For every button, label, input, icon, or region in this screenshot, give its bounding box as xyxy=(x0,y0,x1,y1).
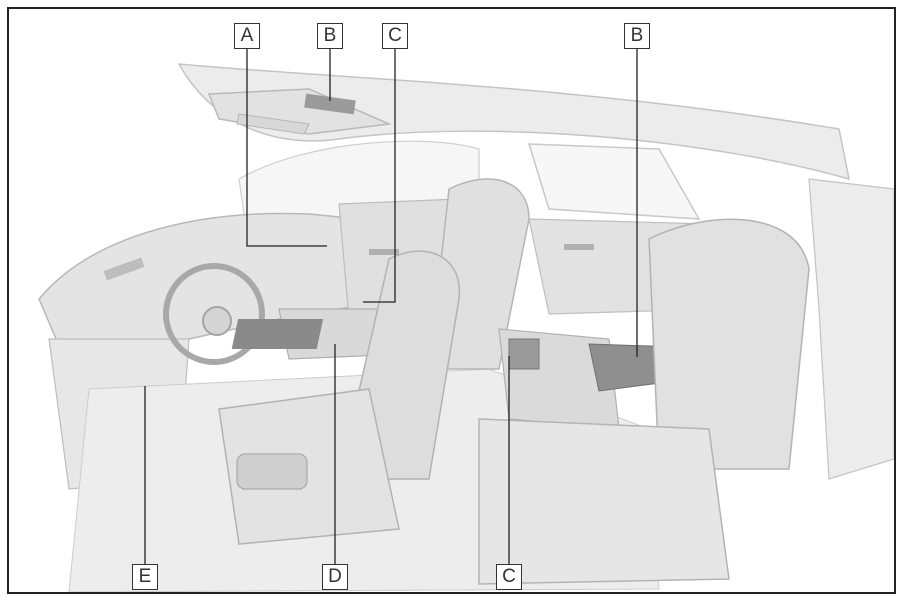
callout-label-c-rear: C xyxy=(496,564,522,590)
rear-console-controls xyxy=(509,339,539,369)
car-interior-illustration xyxy=(9,9,894,592)
rear-body-shell xyxy=(809,179,894,479)
front-storage-tray xyxy=(232,319,323,349)
rear-seat-cushion xyxy=(479,419,729,584)
callout-label-d: D xyxy=(322,564,348,590)
callout-label-c-front: C xyxy=(382,23,408,49)
callout-label-a: A xyxy=(234,23,260,49)
callout-label-e: E xyxy=(132,564,158,590)
steering-hub xyxy=(203,307,231,335)
callout-label-b-front: B xyxy=(317,23,343,49)
door-handle-rear xyxy=(564,244,594,250)
rear-door-window xyxy=(529,144,699,219)
callout-label-b-rear: B xyxy=(624,23,650,49)
seat-control-panel xyxy=(237,454,307,489)
diagram-frame: A B C B E D C xyxy=(7,7,896,594)
